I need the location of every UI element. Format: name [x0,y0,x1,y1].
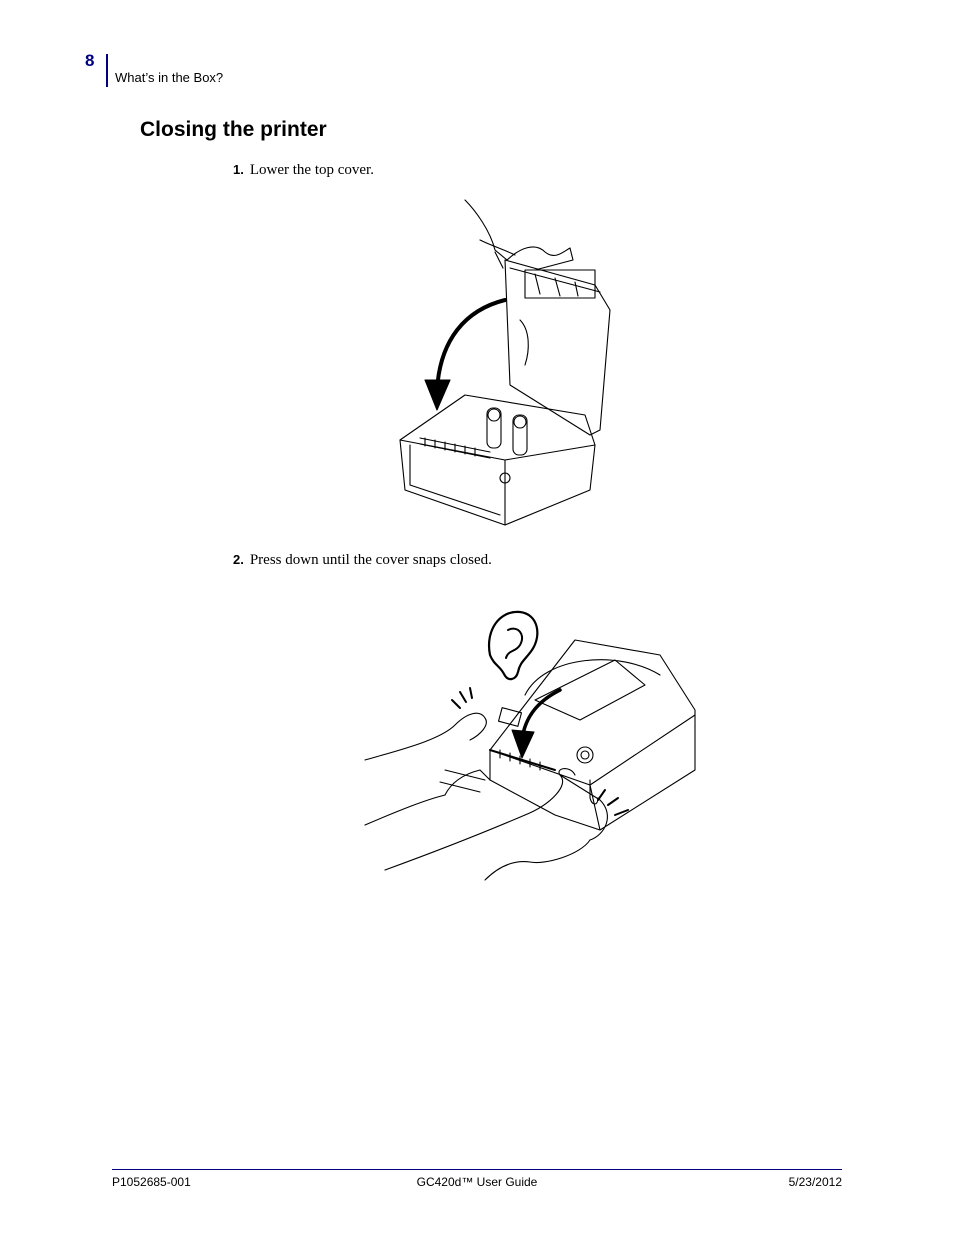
step-1: 1. Lower the top cover. [233,162,374,179]
open-printer-illustration [395,190,630,530]
step-2-text: Press down until the cover snaps closed. [249,552,492,568]
step-1-number: 1. [233,162,244,177]
step-1-text: Lower the top cover. [249,162,374,178]
footer-guide-title: GC420d™ User Guide [416,1175,538,1189]
running-head: What’s in the Box? [115,70,224,85]
step-2-number: 2. [233,552,244,567]
footer-rule [112,1169,842,1170]
step-2: 2. Press down until the cover snaps close… [233,552,492,569]
header-rule [106,54,108,87]
footer-part-number: P1052685-001 [112,1175,191,1189]
page-number: 8 [85,51,95,70]
footer-date: 5/23/2012 [788,1175,842,1189]
section-title: Closing the printer [140,118,327,141]
closed-printer-illustration [360,600,705,885]
